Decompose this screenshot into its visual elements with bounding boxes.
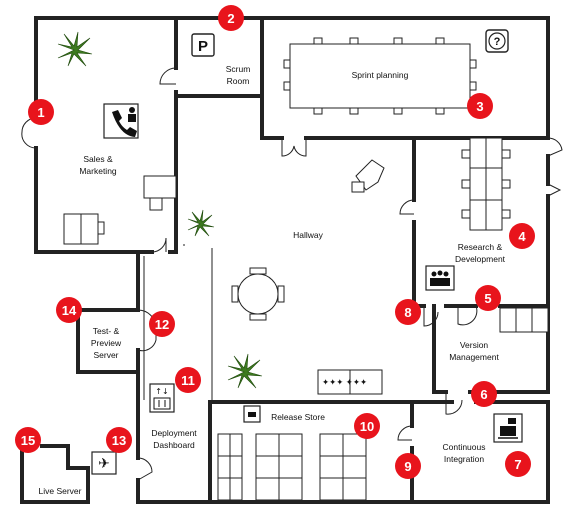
marker-2[interactable]: 2 [218, 5, 244, 31]
help-icon: ? [485, 29, 509, 53]
workstation-icon [493, 413, 523, 443]
marker-11[interactable]: 11 [175, 367, 201, 393]
location-markers: 1 2 3 4 5 6 7 8 9 10 11 12 13 14 15 [15, 5, 535, 479]
svg-text:10: 10 [360, 419, 374, 434]
label-sprint-planning: Sprint planning [352, 70, 409, 80]
furniture: ✦✦✦ ✦✦✦ [63, 37, 549, 501]
svg-text:7: 7 [514, 457, 521, 472]
label-research-2: Development [455, 254, 506, 264]
phone-contact-icon [103, 103, 139, 139]
label-scrum-room-2: Room [227, 76, 250, 86]
label-test-3: Server [93, 350, 118, 360]
plant-icon [57, 31, 93, 67]
svg-text:✦✦✦ ✦✦✦: ✦✦✦ ✦✦✦ [322, 377, 368, 387]
label-version-2: Management [449, 352, 499, 362]
svg-text:13: 13 [112, 433, 126, 448]
parking-icon: P [191, 33, 215, 57]
plant-icon [227, 353, 263, 389]
label-scrum-room-1: Scrum [226, 64, 251, 74]
svg-text:2: 2 [227, 11, 234, 26]
marker-15[interactable]: 15 [15, 427, 41, 453]
elevator-icon: ↑↓ [149, 383, 175, 413]
label-hallway: Hallway [293, 230, 324, 240]
label-research-1: Research & [458, 242, 503, 252]
marker-12[interactable]: 12 [149, 311, 175, 337]
label-ci-2: Integration [444, 454, 484, 464]
marker-4[interactable]: 4 [509, 223, 535, 249]
walls [20, 16, 550, 504]
marker-6[interactable]: 6 [471, 381, 497, 407]
label-test-1: Test- & [93, 326, 120, 336]
label-release-store: Release Store [271, 412, 325, 422]
plants [57, 31, 263, 389]
plant-icon [187, 209, 215, 237]
release-racks [217, 433, 367, 501]
svg-text:12: 12 [155, 317, 169, 332]
sprint-chairs [283, 37, 477, 115]
save-disk-icon [243, 405, 261, 423]
svg-text:8: 8 [404, 305, 411, 320]
help-icon-letter: ? [494, 36, 501, 48]
marker-3[interactable]: 3 [467, 93, 493, 119]
marker-5[interactable]: 5 [475, 285, 501, 311]
label-deploy-1: Deployment [151, 428, 197, 438]
svg-text:4: 4 [518, 229, 526, 244]
marker-7[interactable]: 7 [505, 451, 531, 477]
team-meeting-icon [425, 265, 455, 291]
marker-8[interactable]: 8 [395, 299, 421, 325]
label-version-1: Version [460, 340, 489, 350]
marker-14[interactable]: 14 [56, 297, 82, 323]
label-sales-1: Sales & [83, 154, 113, 164]
svg-text:1: 1 [37, 105, 44, 120]
marker-1[interactable]: 1 [28, 99, 54, 125]
label-ci-1: Continuous [442, 442, 485, 452]
svg-text:11: 11 [181, 373, 195, 388]
label-live-server: Live Server [39, 486, 82, 496]
parking-icon-letter: P [198, 38, 208, 55]
svg-text:15: 15 [21, 433, 35, 448]
label-deploy-2: Dashboard [153, 440, 195, 450]
svg-text:6: 6 [480, 387, 487, 402]
label-test-2: Preview [91, 338, 122, 348]
marker-9[interactable]: 9 [395, 453, 421, 479]
svg-text:✈: ✈ [98, 456, 110, 472]
airplane-icon: ✈ [91, 451, 117, 475]
svg-text:3: 3 [476, 99, 483, 114]
room-labels: Scrum Room Sprint planning Sales & Marke… [39, 64, 506, 496]
svg-text:↑↓: ↑↓ [155, 387, 168, 396]
svg-text:5: 5 [484, 291, 491, 306]
label-sales-2: Marketing [79, 166, 117, 176]
marker-13[interactable]: 13 [106, 427, 132, 453]
marker-10[interactable]: 10 [354, 413, 380, 439]
svg-text:14: 14 [62, 303, 77, 318]
svg-text:9: 9 [404, 459, 411, 474]
